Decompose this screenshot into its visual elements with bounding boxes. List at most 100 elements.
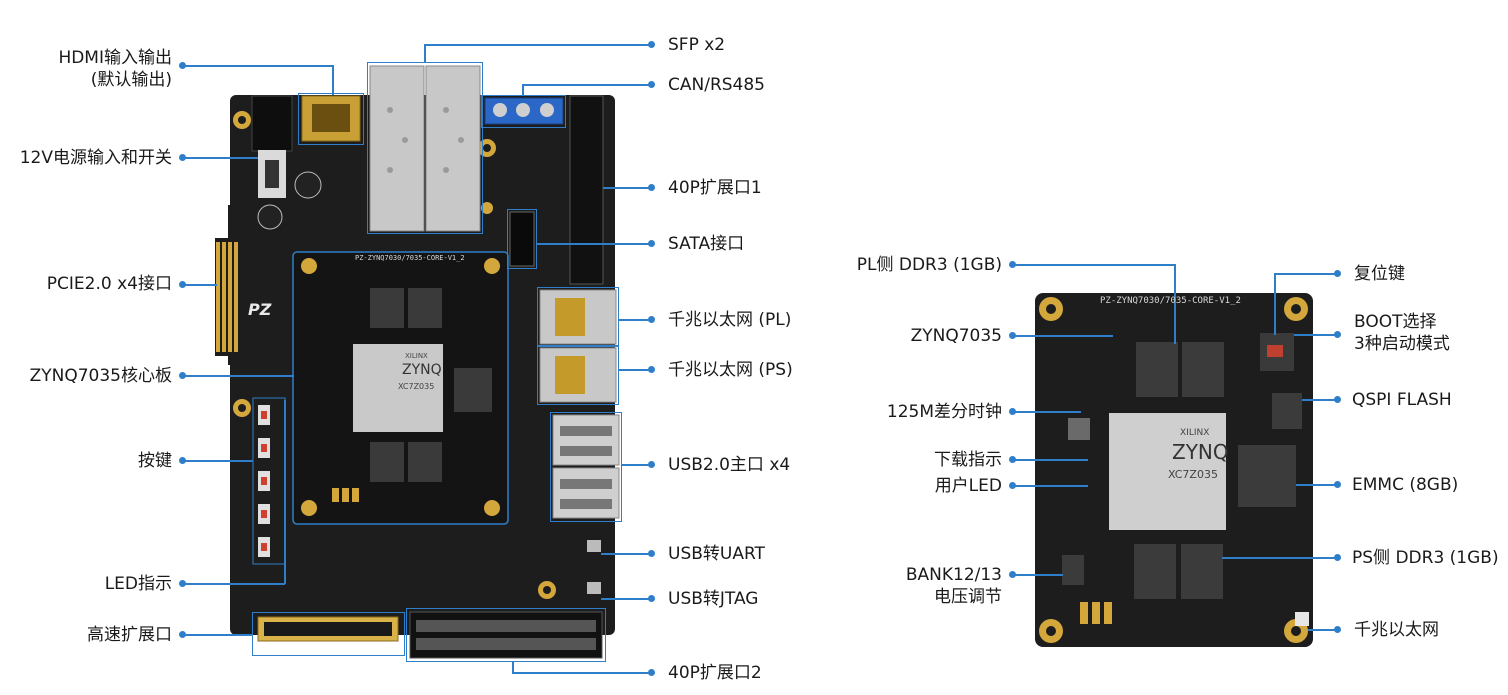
label-ps-ddr: PS侧 DDR3 (1GB) [1352,548,1499,568]
core-module-on-board [292,251,509,525]
led-dot [179,580,186,587]
label-qspi: QSPI FLASH [1352,390,1452,410]
bank-dot [1009,571,1016,578]
emmc-line [1296,484,1336,486]
sfp-dot [648,41,655,48]
eth-ps-dot [648,366,655,373]
led-line [183,583,285,585]
label-usb-jtag: USB转JTAG [668,589,759,609]
label-bank-line1: BANK12/13 [905,565,1002,585]
buttons-line [183,460,253,462]
usb-uart-line [601,553,650,555]
hdmi-line [183,65,333,67]
eth-dot [1334,626,1341,633]
clock-line [1013,411,1081,413]
label-hdmi: HDMI输入输出 (默认输出) [58,47,172,91]
label-pcie: PCIE2.0 x4接口 [46,274,172,294]
chip-name-main: ZYNQ [402,362,442,378]
pcie-dot [179,281,186,288]
can-line [522,84,650,86]
ext40-2-line-v [512,661,514,673]
usb-host-dot [648,461,655,468]
pcie-line [183,284,217,286]
ext40-2-highlight [406,608,606,662]
ext40-2-line [512,672,650,674]
can-line-v [522,84,524,96]
label-power: 12V电源输入和开关 [19,148,172,168]
sata-dot [648,240,655,247]
user-led-line [1013,485,1088,487]
label-bank: BANK12/13 电压调节 [906,564,1002,608]
label-emmc: EMMC (8GB) [1352,475,1459,495]
can-highlight [481,95,566,128]
hdmi-highlight [298,93,364,145]
label-clock: 125M差分时钟 [886,402,1002,422]
label-can: CAN/RS485 [668,75,765,95]
user-led-dot [1009,482,1016,489]
power-line [183,157,258,159]
download-line [1013,459,1088,461]
label-bank-line2: 电压调节 [934,587,1002,607]
bank-line [1013,574,1063,576]
ext40-1-dot [648,184,655,191]
label-boot-line2: 3种启动模式 [1354,334,1450,354]
label-high-speed: 高速扩展口 [87,625,172,645]
label-usb-host: USB2.0主口 x4 [668,455,791,475]
chip-brand-main: XILINX [405,352,428,360]
ps-ddr-dot [1334,554,1341,561]
label-ext40-1: 40P扩展口1 [668,178,762,198]
label-hdmi-line1: HDMI输入输出 [58,48,172,68]
label-boot: BOOT选择 3种启动模式 [1354,311,1450,355]
buttons-dot [179,457,186,464]
label-hdmi-line2: (默认输出) [90,70,172,90]
boot-line [1294,334,1336,336]
label-reset: 复位键 [1354,264,1405,284]
silk-logo: PZ [248,300,272,319]
sata-highlight [507,209,537,269]
eth-pl-dot [648,316,655,323]
core-line [183,375,294,377]
label-ext40-2: 40P扩展口2 [668,663,762,683]
usb-jtag-dot [648,595,655,602]
label-buttons: 按键 [138,451,172,471]
label-zynq: ZYNQ7035 [910,326,1002,346]
eth-ps-highlight [537,345,619,405]
label-eth-pl: 千兆以太网 (PL) [668,310,792,330]
eth-pl-highlight [537,287,619,347]
ext40-1-line [603,187,650,189]
qspi-line [1302,399,1336,401]
silk-core: PZ-ZYNQ7030/7035-CORE-V1_2 [1100,296,1241,306]
label-download: 下载指示 [934,450,1002,470]
reset-line [1274,273,1336,275]
eth-pl-line [618,319,650,321]
clock-dot [1009,408,1016,415]
led-line-v [284,400,286,584]
core-board-detail [1035,293,1313,647]
pl-ddr-line [1013,264,1175,266]
zynq-line [1013,335,1113,337]
hdmi-dot [179,62,186,69]
power-dot [179,154,186,161]
sfp-line [424,44,650,46]
sfp-line-v [424,44,426,63]
pl-ddr-dot [1009,261,1016,268]
label-sata: SATA接口 [668,234,745,254]
label-boot-line1: BOOT选择 [1354,312,1437,332]
reset-line-v [1274,273,1276,335]
usb-jtag-line [601,598,650,600]
chip-brand-core: XILINX [1180,428,1210,438]
download-dot [1009,456,1016,463]
boot-dot [1334,331,1341,338]
eth-line [1308,629,1336,631]
emmc-dot [1334,481,1341,488]
label-eth-ps: 千兆以太网 (PS) [668,360,793,380]
high-speed-dot [179,631,186,638]
chip-name-core: ZYNQ [1172,440,1229,464]
usb-host-highlight [550,412,622,522]
can-dot [648,81,655,88]
usb-uart-dot [648,550,655,557]
high-speed-highlight [252,612,405,656]
chip-part-core: XC7Z035 [1168,468,1218,481]
zynq-dot [1009,332,1016,339]
